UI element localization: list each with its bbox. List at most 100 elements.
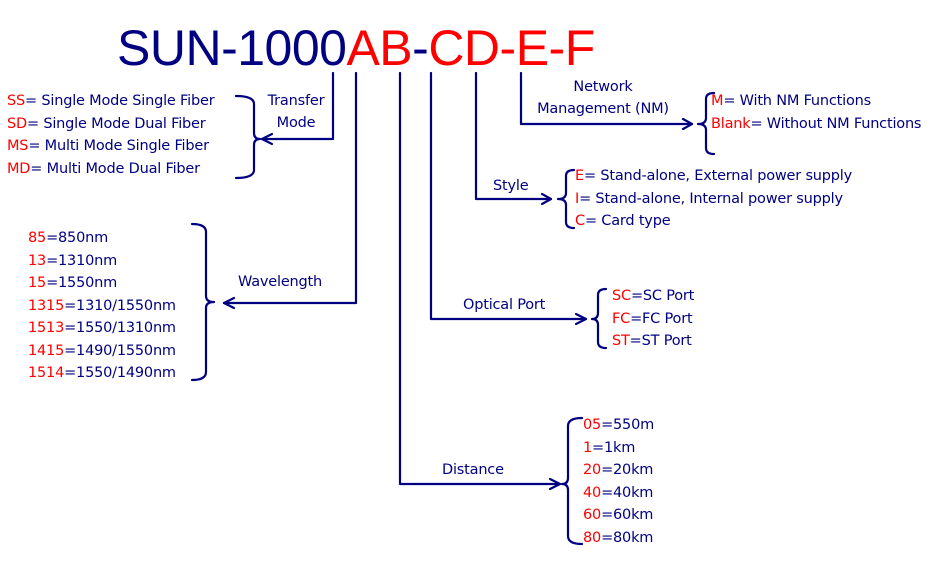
option-desc: = Without NM Functions	[750, 115, 922, 132]
list-item: 80=80km	[583, 527, 654, 550]
list-item: 1315=1310/1550nm	[28, 295, 176, 318]
option-code: 13	[28, 252, 47, 269]
optical-port-arrowhead	[574, 312, 588, 326]
transfer-mode-label: Transfer Mode	[262, 90, 330, 134]
transfer-mode-label-line2: Mode	[276, 115, 316, 131]
style-options: E= Stand-alone, External power supply I=…	[575, 165, 852, 233]
option-desc: =850nm	[46, 230, 109, 246]
wavelength-label: Wavelength	[238, 274, 323, 290]
option-desc: =ST Port	[629, 333, 692, 349]
list-item: C= Card type	[575, 210, 852, 233]
transfer-mode-arrowhead	[260, 132, 274, 146]
option-desc: =1550/1310nm	[64, 320, 176, 336]
option-desc: =1490/1550nm	[64, 342, 176, 359]
style-connector	[474, 71, 553, 201]
option-code: 40	[583, 484, 602, 501]
option-code: ST	[612, 333, 630, 349]
optical-port-bracket	[590, 287, 608, 350]
nm-label-line2: Management (NM)	[537, 101, 669, 117]
style-bracket	[556, 168, 576, 230]
code-e: E	[515, 20, 549, 76]
list-item: 1513=1550/1310nm	[28, 317, 176, 340]
option-code: 20	[583, 462, 602, 478]
option-code: 60	[583, 507, 602, 523]
network-management-label: Network Management (NM)	[528, 76, 678, 120]
transfer-mode-bracket	[234, 94, 262, 180]
list-item: SS= Single Mode Single Fiber	[7, 90, 215, 113]
model-code-title: SUN-1000AB-CD-E-F	[117, 20, 595, 76]
option-code: 1415	[28, 342, 65, 359]
option-desc: =1km	[592, 439, 636, 456]
nm-label-line1: Network	[573, 79, 633, 95]
option-code: 05	[583, 417, 602, 433]
list-item: SD= Single Mode Dual Fiber	[7, 113, 214, 136]
list-item: FC=FC Port	[612, 308, 694, 331]
list-item: 15=1550nm	[28, 272, 176, 295]
list-item: Blank= Without NM Functions	[711, 113, 921, 136]
option-code: SD	[7, 115, 27, 132]
list-item: 40=40km	[583, 482, 654, 505]
list-item: 85=850nm	[28, 227, 176, 250]
wavelength-arrowhead	[222, 296, 236, 310]
option-code: E	[575, 168, 584, 184]
option-code: 80	[583, 529, 602, 546]
option-code: 1	[583, 439, 593, 456]
option-code: MD	[7, 160, 31, 177]
list-item: 13=1310nm	[28, 250, 176, 273]
option-code: 1514	[28, 365, 65, 381]
list-item: 05=550m	[583, 414, 654, 437]
optical-port-label: Optical Port	[463, 297, 546, 313]
option-desc: = Stand-alone, Internal power supply	[579, 190, 843, 207]
option-desc: =20km	[601, 462, 654, 478]
style-label: Style	[493, 178, 529, 194]
option-desc: =80km	[601, 529, 654, 546]
option-desc: =60km	[601, 507, 654, 523]
distance-connector	[398, 71, 562, 486]
list-item: 1415=1490/1550nm	[28, 340, 176, 363]
transfer-mode-label-line1: Transfer	[267, 93, 325, 109]
option-desc: =1310nm	[46, 252, 118, 269]
wavelength-options: 85=850nm 13=1310nm 15=1550nm 1315=1310/1…	[28, 227, 176, 385]
option-desc: =1550/1490nm	[64, 365, 176, 381]
nm-arrowhead	[681, 117, 694, 131]
option-code: 15	[28, 275, 47, 291]
list-item: MD= Multi Mode Dual Fiber	[7, 158, 214, 181]
option-desc: =1310/1550nm	[64, 297, 176, 314]
code-dash-3: -	[548, 20, 566, 76]
wavelength-bracket	[190, 222, 216, 382]
option-code: MS	[7, 138, 29, 154]
transfer-mode-connector	[260, 71, 335, 141]
code-cd: CD	[428, 20, 500, 76]
option-code: 1315	[28, 297, 65, 314]
optical-port-options: SC=SC Port FC=FC Port ST=ST Port	[612, 285, 694, 353]
nm-connector	[519, 71, 694, 126]
style-arrowhead	[540, 192, 553, 206]
list-item: ST=ST Port	[612, 330, 694, 353]
option-desc: = Stand-alone, External power supply	[583, 168, 852, 184]
list-item: 60=60km	[583, 504, 654, 527]
option-code: 85	[28, 230, 47, 246]
option-code: I	[575, 190, 580, 207]
list-item: MS= Multi Mode Single Fiber	[7, 135, 214, 158]
option-desc: = Multi Mode Single Fiber	[28, 138, 209, 154]
code-f: F	[564, 20, 596, 76]
list-item: SC=SC Port	[612, 285, 694, 308]
distance-label: Distance	[442, 462, 504, 478]
list-item: M= With NM Functions	[711, 90, 921, 113]
option-desc: = Single Mode Dual Fiber	[26, 115, 206, 132]
wavelength-connector	[222, 71, 358, 305]
code-dash-1: -	[412, 20, 429, 76]
distance-options: 05=550m 1=1km 20=20km 40=40km 60=60km 80…	[583, 414, 654, 549]
option-desc: = Card type	[584, 213, 671, 229]
distance-arrowhead	[548, 477, 562, 491]
code-dash-2: -	[499, 20, 517, 76]
option-desc: =SC Port	[630, 288, 695, 304]
option-desc: = Single Mode Single Fiber	[25, 93, 215, 109]
option-code: Blank	[711, 115, 751, 132]
option-desc: = Multi Mode Dual Fiber	[30, 160, 200, 177]
option-code: SC	[612, 288, 631, 304]
option-code: C	[575, 213, 585, 229]
list-item: I= Stand-alone, Internal power supply	[575, 188, 852, 211]
nm-bracket	[696, 91, 716, 156]
